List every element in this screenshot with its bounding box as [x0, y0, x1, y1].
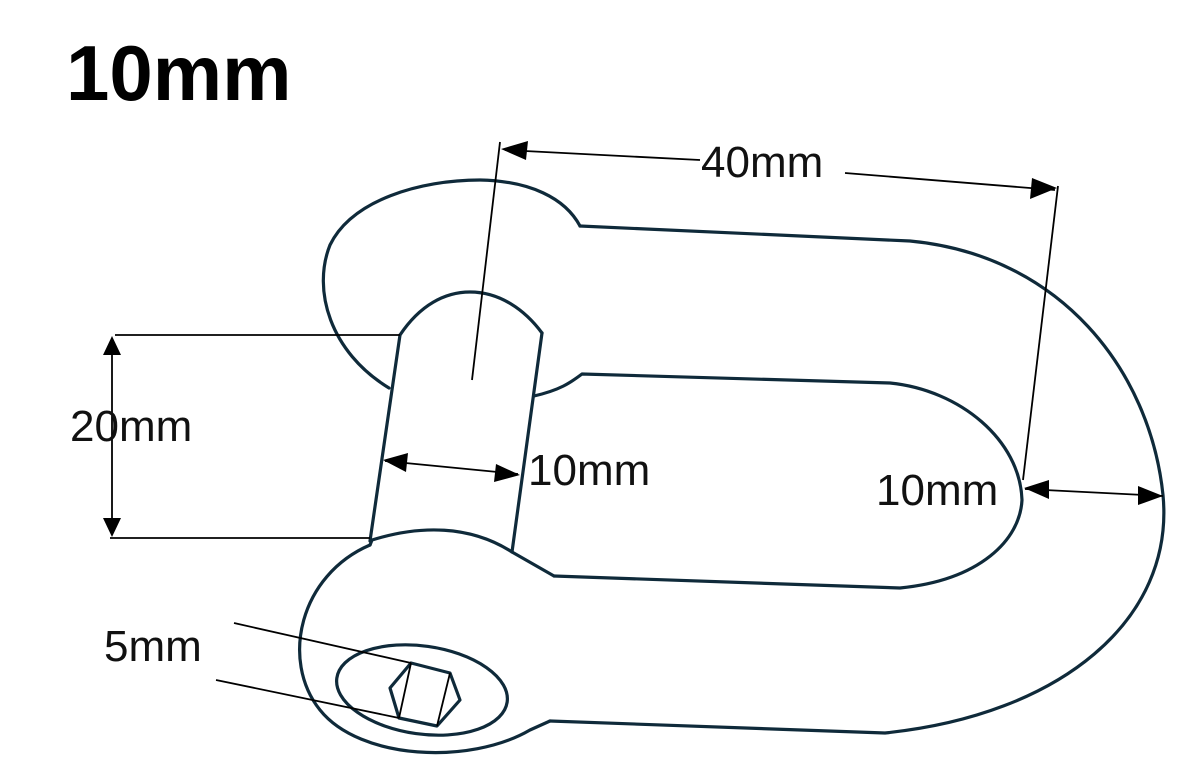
- lower-eye-outline: [298, 543, 552, 755]
- extension-line-40-left: [471, 141, 501, 381]
- pin-head-ellipse: [335, 643, 509, 737]
- hex-socket: [388, 661, 462, 728]
- hex-edge-left: [398, 662, 412, 719]
- hex-edge-right: [436, 672, 451, 727]
- arrow-10-pin-left: [383, 453, 408, 472]
- extension-line-40-right: [1022, 185, 1059, 481]
- arrow-10-body-right: [1138, 486, 1163, 505]
- label-pin-opening: 20mm: [70, 402, 193, 451]
- label-hex-socket: 5mm: [104, 622, 202, 671]
- dimension-line-40-a: [504, 149, 701, 161]
- arrow-40-left: [501, 141, 528, 160]
- label-pin-diameter: 10mm: [528, 446, 651, 495]
- leader-5-top: [233, 622, 412, 664]
- label-inner-length: 40mm: [701, 138, 824, 187]
- page-title: 10mm: [66, 29, 292, 117]
- pin-shaft-left: [368, 333, 402, 543]
- lower-eye-top-edge: [368, 528, 556, 578]
- dimension-line-40-b: [844, 172, 1056, 191]
- arrow-10-pin-right: [494, 464, 520, 482]
- bow-inner-top-edge: [532, 372, 1024, 590]
- leader-5-bottom: [215, 679, 400, 719]
- upper-eye-outline: [321, 178, 582, 390]
- arrow-20-top: [103, 336, 121, 355]
- pin-shaft-right: [510, 331, 544, 554]
- arrow-20-bottom: [103, 518, 121, 537]
- arrow-40-right: [1030, 178, 1057, 199]
- label-body-thickness: 10mm: [876, 466, 999, 515]
- arrow-10-body-left: [1024, 480, 1049, 499]
- pin-top-cap: [398, 290, 544, 337]
